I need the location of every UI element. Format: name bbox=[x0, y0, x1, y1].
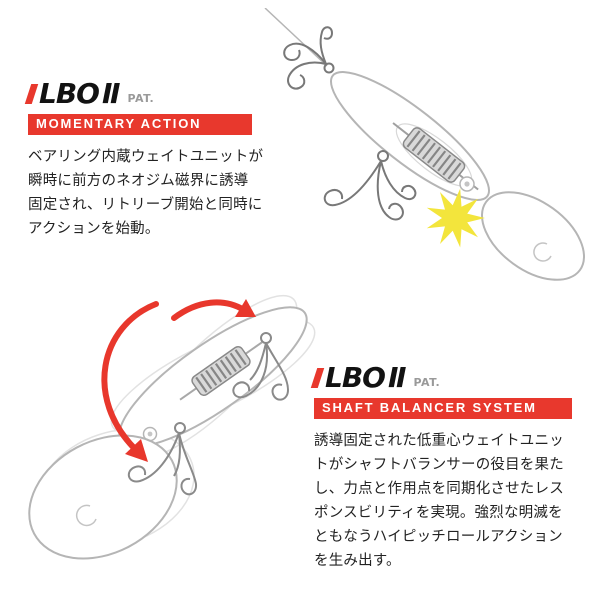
shaft-balancer-body: 誘導固定された低重心ウェイトユニッ トがシャフトバランサーの役目を果た し、力点… bbox=[314, 433, 564, 569]
magnetic-flash-icon bbox=[426, 188, 485, 248]
momentary-action-body: ベアリング内蔵ウェイトユニットが 瞬時に前方のネオジム磁界に誘導 固定され、リト… bbox=[28, 149, 264, 237]
lure-momentary-illustration bbox=[264, 8, 586, 281]
pat-label: PAT. bbox=[127, 92, 155, 105]
diving-lip bbox=[480, 191, 586, 281]
lure-eye-icon bbox=[459, 176, 475, 192]
logo-main: LBO bbox=[39, 77, 100, 110]
pat-label: PAT. bbox=[413, 376, 441, 389]
weight-unit-icon bbox=[392, 122, 479, 191]
logo-numeral: Ⅱ bbox=[388, 361, 406, 394]
shaft-balancer-banner: SHAFT BALANCER SYSTEM bbox=[314, 398, 572, 419]
logo-main: LBO bbox=[325, 361, 386, 394]
weight-unit-icon bbox=[179, 341, 263, 401]
lure-roll-illustration bbox=[28, 294, 316, 560]
tail-treble-hook-icon bbox=[283, 26, 335, 90]
roll-arrow-icon bbox=[101, 299, 256, 462]
belly-treble-hook-icon bbox=[323, 150, 417, 221]
fishing-line bbox=[264, 8, 328, 67]
upper-treble-hook-icon bbox=[232, 332, 290, 401]
logo-numeral: Ⅱ bbox=[102, 77, 120, 110]
momentary-action-banner: MOMENTARY ACTION bbox=[28, 114, 252, 135]
logo-red-accent-icon bbox=[24, 84, 39, 104]
lower-treble-hook-icon bbox=[127, 422, 198, 496]
